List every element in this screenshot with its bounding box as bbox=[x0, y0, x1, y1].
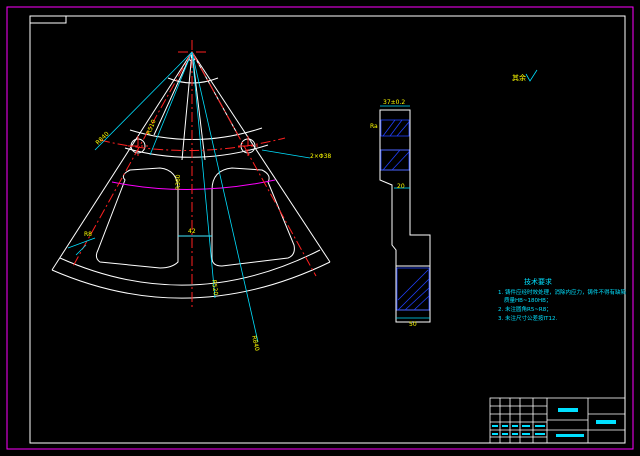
window-left bbox=[95, 167, 179, 269]
front-view bbox=[51, 51, 331, 299]
surface-note: 其余 bbox=[512, 73, 526, 82]
sector-outer-arc bbox=[51, 261, 331, 299]
dim-rib: R8 bbox=[84, 231, 92, 238]
dim-ra: Ra bbox=[370, 123, 378, 130]
highlight-arc bbox=[111, 179, 276, 191]
dim-depth: 20 bbox=[397, 183, 405, 190]
tech-item-4: 3. 未注尺寸公差按IT12. bbox=[498, 314, 557, 322]
title-block bbox=[489, 397, 626, 444]
centerlines bbox=[71, 40, 317, 310]
section-outline bbox=[379, 109, 431, 323]
sector-inner-arc bbox=[59, 249, 321, 286]
dim-top: 37±0.2 bbox=[383, 99, 405, 106]
section-view bbox=[379, 109, 431, 323]
dimensions bbox=[67, 51, 311, 343]
dim-bottom: 50 bbox=[409, 321, 417, 328]
section-dims bbox=[380, 105, 430, 319]
top-left-label-box bbox=[29, 15, 67, 24]
sheet-border bbox=[6, 6, 634, 450]
tech-item-2: 质量HB~180HB； bbox=[504, 296, 551, 304]
tech-item-3: 2. 未注圆角R5~R8； bbox=[498, 305, 552, 313]
tech-title: 技术要求 bbox=[524, 277, 552, 286]
tech-item-1: 1. 铸件应经时效处理，消除内应力，铸件不得有缺陷 bbox=[498, 288, 626, 296]
dim-r840: R840 bbox=[250, 335, 260, 352]
window-right bbox=[211, 167, 295, 267]
roughness-icon bbox=[525, 69, 538, 82]
dim-r840-left: R840 bbox=[95, 130, 111, 146]
hub-arc-1 bbox=[129, 127, 263, 140]
dim-r360: R360 bbox=[175, 174, 182, 190]
dim-42: 42 bbox=[188, 228, 196, 235]
dim-r520: R520 bbox=[210, 279, 219, 296]
dimension-labels: R840 R520 R510 R360 42 2×Φ38 R840 R8 bbox=[84, 118, 331, 351]
tech-requirements: 技术要求 1. 铸件应经时效处理，消除内应力，铸件不得有缺陷 质量HB~180H… bbox=[498, 277, 626, 322]
drawing-frame bbox=[29, 15, 626, 444]
section-labels: 37±0.2 20 50 Ra bbox=[370, 99, 417, 328]
sector-left-edge bbox=[51, 51, 193, 271]
section-hatch bbox=[380, 119, 430, 311]
dim-hole: 2×Φ38 bbox=[310, 153, 331, 160]
sector-right-edge bbox=[191, 51, 331, 263]
title-block-marks bbox=[492, 408, 616, 437]
